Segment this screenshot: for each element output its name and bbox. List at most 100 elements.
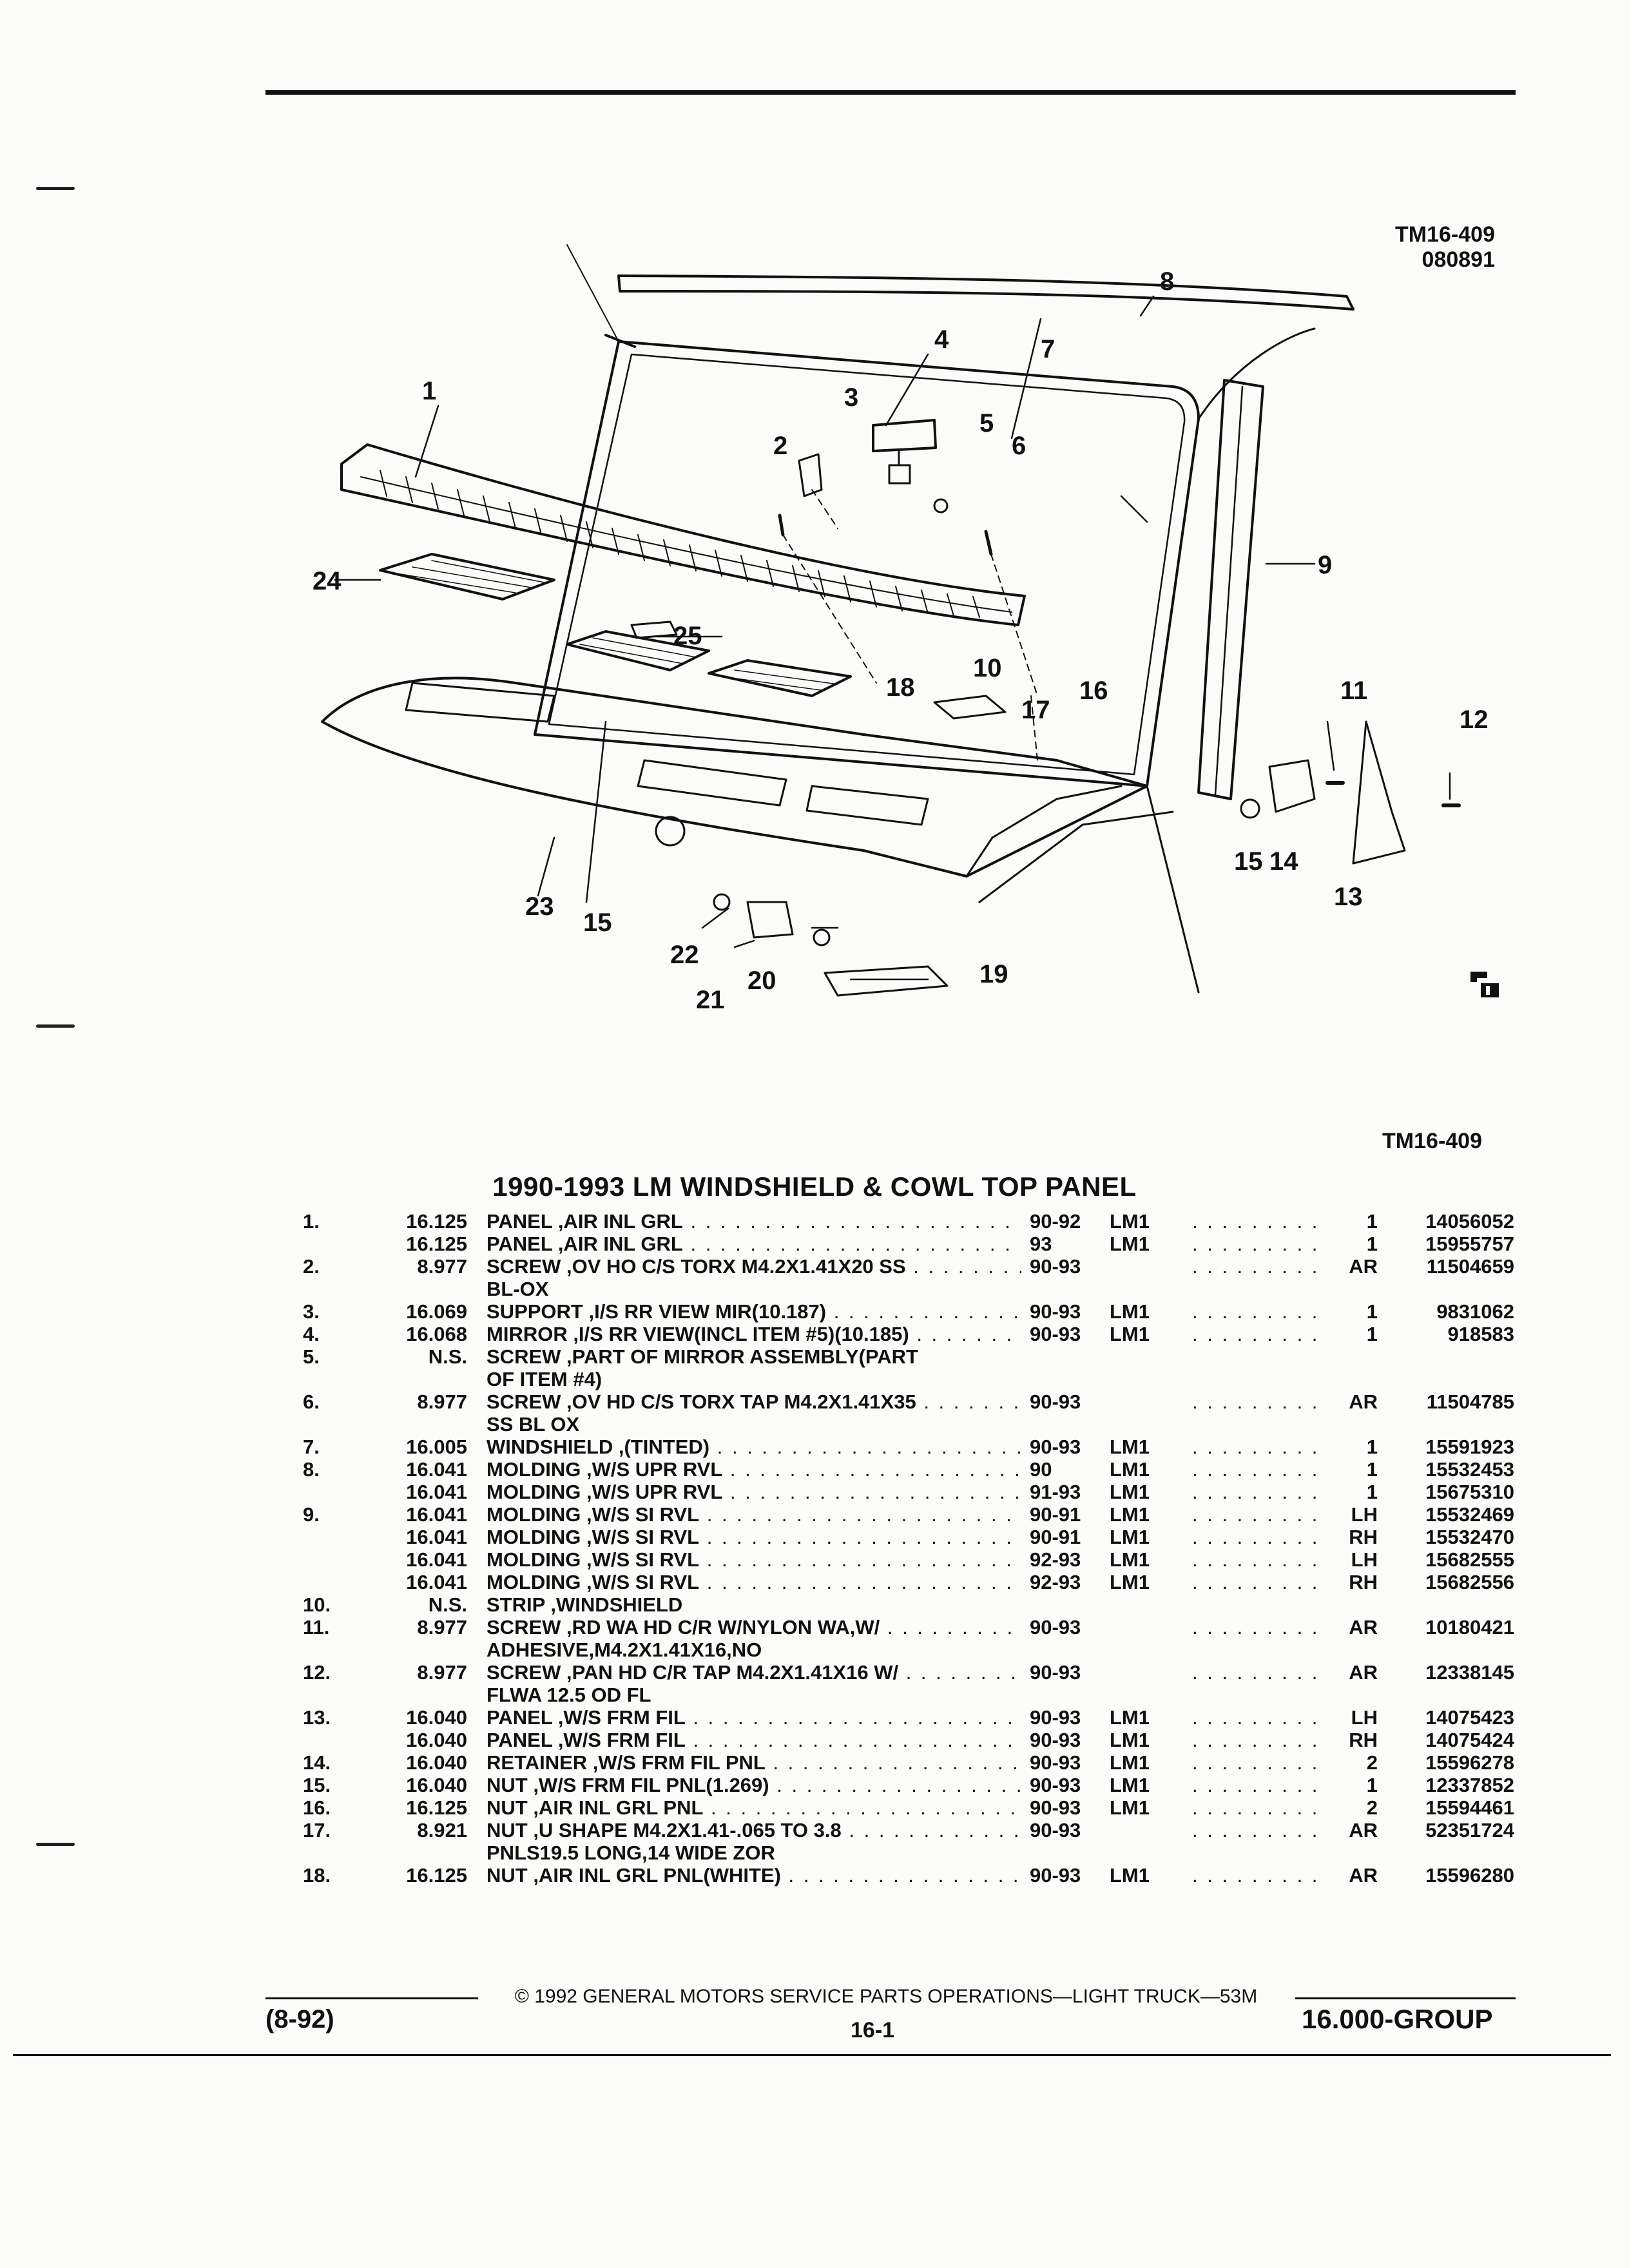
description-text: PANEL ,AIR INL GRL <box>487 1210 683 1233</box>
part-number: 15591923 <box>1425 1436 1514 1458</box>
dot-leader: . . . . . . . . . . . . . . . . . . . . … <box>776 1774 1021 1796</box>
quantity: 1 <box>1366 1300 1378 1323</box>
model-years: 90-93 <box>1030 1706 1081 1729</box>
quantity: 1 <box>1366 1436 1378 1458</box>
description-text: MOLDING ,W/S SI RVL <box>487 1503 700 1526</box>
dot-leader: . . . . . . . . . . . . . . . . . . . . … <box>706 1526 1021 1548</box>
description-text: NUT ,W/S FRM FIL PNL(1.269) <box>487 1774 769 1796</box>
model-years: 90 <box>1030 1458 1052 1481</box>
quantity: AR <box>1349 1616 1378 1639</box>
part-description: NUT ,AIR INL GRL PNL(WHITE) . . . . . . … <box>487 1864 1021 1887</box>
callout-25: 25 <box>673 622 702 650</box>
dot-leader: . . . . . . . . . . . . . . . . . . . . … <box>905 1661 1021 1684</box>
group-number: N.S. <box>428 1593 467 1616</box>
parts-row: BL-OX <box>0 1278 1629 1300</box>
part-number: 15596278 <box>1425 1751 1514 1774</box>
dot-leader: . . . . . . . . . . . . . . . . . <box>1192 1210 1327 1233</box>
group-number: 8.977 <box>417 1616 467 1639</box>
callout-21: 21 <box>696 986 725 1014</box>
dot-leader: . . . . . . . . . . . . . . . . . . . . … <box>690 1210 1021 1233</box>
figure-code-lower: TM16-409 <box>1382 1129 1482 1153</box>
model-years: 90-93 <box>1030 1661 1081 1684</box>
model-years: 90-93 <box>1030 1864 1081 1887</box>
mirror-support <box>798 453 823 497</box>
description-text: MOLDING ,W/S SI RVL <box>487 1526 700 1548</box>
windshield-glass <box>534 340 1200 787</box>
group-number: 16.068 <box>406 1323 467 1345</box>
dot-leader: . . . . . . . . . . . . . . . . . . . . … <box>913 1255 1021 1278</box>
quantity: RH <box>1349 1526 1378 1548</box>
model-code: LM1 <box>1110 1864 1150 1887</box>
group-number: 16.125 <box>406 1233 467 1255</box>
description-text: MOLDING ,W/S SI RVL <box>487 1548 700 1571</box>
model-years: 90-93 <box>1030 1819 1081 1841</box>
description-text: STRIP ,WINDSHIELD <box>487 1593 683 1616</box>
part-number: 15594461 <box>1425 1796 1514 1819</box>
part-number: 14075423 <box>1425 1706 1514 1729</box>
dot-leader: . . . . . . . . . . . . . . . . . <box>1192 1616 1327 1639</box>
callout-6: 6 <box>1012 432 1026 460</box>
part-number: 12338145 <box>1425 1661 1514 1684</box>
part-description: RETAINER ,W/S FRM FIL PNL . . . . . . . … <box>487 1751 1021 1774</box>
group-number: 8.921 <box>417 1819 467 1841</box>
callout-3: 3 <box>844 383 858 412</box>
part-description: SCREW ,OV HO C/S TORX M4.2X1.41X20 SS . … <box>487 1255 1021 1278</box>
dot-leader: . . . . . . . . . . . . . . . . . . . . … <box>693 1706 1021 1729</box>
part-description: PANEL ,W/S FRM FIL . . . . . . . . . . .… <box>487 1706 1021 1729</box>
dot-leader: . . . . . . . . . . . . . . . . . <box>1192 1458 1327 1481</box>
callout-11: 11 <box>1340 677 1367 705</box>
callout-15-lower: 15 <box>583 908 612 937</box>
part-number: 10180421 <box>1425 1616 1514 1639</box>
quantity: AR <box>1349 1819 1378 1841</box>
dot-leader: . . . . . . . . . . . . . . . . . . . . … <box>788 1864 1021 1887</box>
model-code: LM1 <box>1110 1526 1150 1548</box>
lower-bracket <box>824 965 949 997</box>
callout-20: 20 <box>747 966 776 995</box>
callout-5: 5 <box>979 409 994 437</box>
screw-6 <box>984 530 993 556</box>
screw-2 <box>778 514 785 537</box>
part-number: 52351724 <box>1425 1819 1514 1841</box>
item-number: 1. <box>303 1210 320 1233</box>
dot-leader: . . . . . . . . . . . . . . . . . . . . … <box>729 1481 1021 1503</box>
quantity: RH <box>1349 1571 1378 1593</box>
description-text: NUT ,AIR INL GRL PNL <box>487 1796 704 1819</box>
description-text: MOLDING ,W/S UPR RVL <box>487 1458 723 1481</box>
model-code: LM1 <box>1110 1503 1150 1526</box>
parts-row: OF ITEM #4) <box>0 1368 1629 1390</box>
callout-2: 2 <box>773 432 787 460</box>
part-number: 15675310 <box>1425 1481 1514 1503</box>
group-number: 16.125 <box>406 1864 467 1887</box>
item-number: 6. <box>303 1390 320 1413</box>
quantity: 1 <box>1366 1458 1378 1481</box>
model-years: 90-91 <box>1030 1526 1081 1548</box>
part-description: ADHESIVE,M4.2X1.41X16,NO <box>487 1639 1021 1661</box>
quantity: 2 <box>1366 1796 1378 1819</box>
description-text: SS BL OX <box>487 1413 580 1436</box>
item-number: 13. <box>303 1706 331 1729</box>
dot-leader: . . . . . . . . . . . . . . . . . . . . … <box>923 1390 1021 1413</box>
part-description: MOLDING ,W/S SI RVL . . . . . . . . . . … <box>487 1526 1021 1548</box>
group-number: 16.041 <box>406 1458 467 1481</box>
callout-1: 1 <box>422 377 436 405</box>
quantity: LH <box>1351 1503 1378 1526</box>
part-description: SS BL OX <box>487 1413 1021 1436</box>
quantity: LH <box>1351 1706 1378 1729</box>
item-number: 7. <box>303 1436 320 1458</box>
quantity: AR <box>1349 1390 1378 1413</box>
part-description: MOLDING ,W/S SI RVL . . . . . . . . . . … <box>487 1503 1021 1526</box>
parts-row: ADHESIVE,M4.2X1.41X16,NO <box>0 1639 1629 1661</box>
description-text: NUT ,AIR INL GRL PNL(WHITE) <box>487 1864 781 1887</box>
part-description: SCREW ,PAN HD C/R TAP M4.2X1.41X16 W/ . … <box>487 1661 1021 1684</box>
callout-24: 24 <box>313 567 342 595</box>
part-description: MOLDING ,W/S SI RVL . . . . . . . . . . … <box>487 1548 1021 1571</box>
